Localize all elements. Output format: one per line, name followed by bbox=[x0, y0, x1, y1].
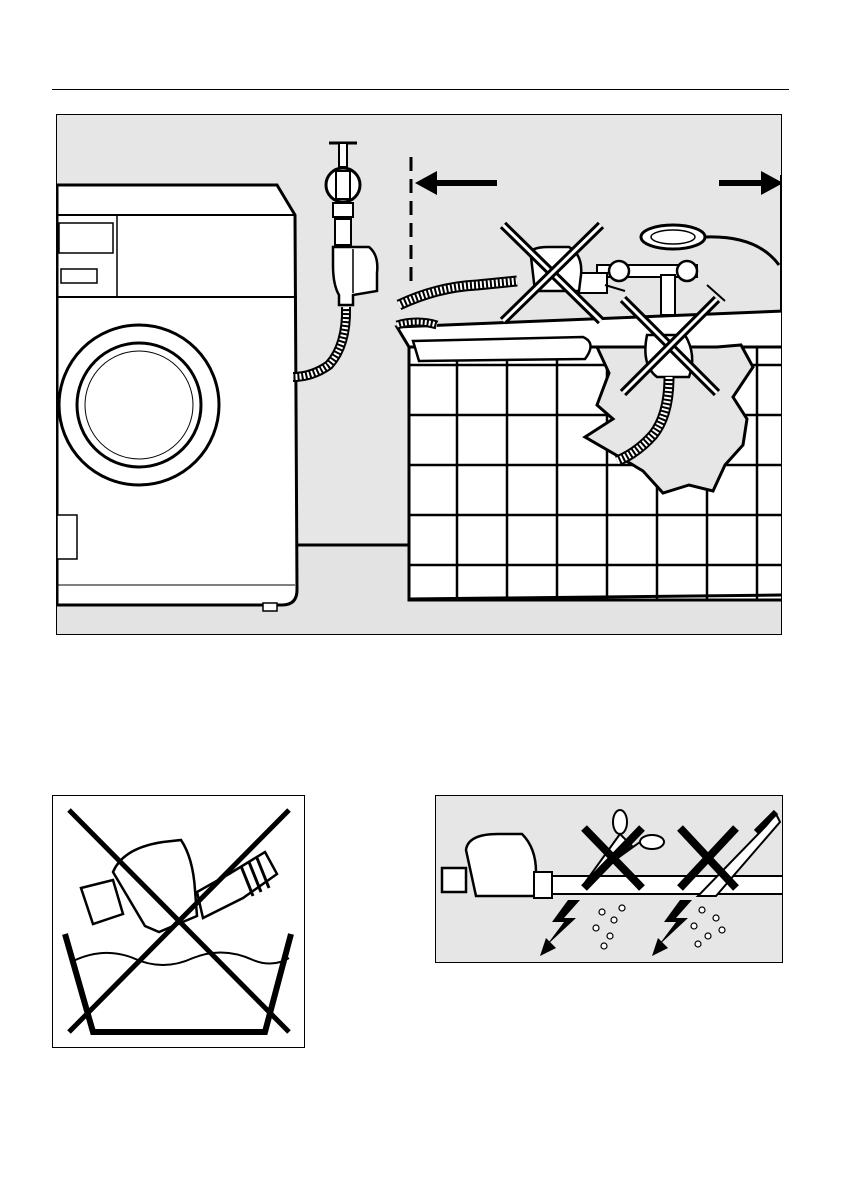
bathtub-icon bbox=[397, 311, 782, 600]
electric-shock-icon bbox=[540, 900, 580, 956]
do-not-cut-hose-illustration bbox=[435, 795, 783, 963]
do-not-immerse-illustration bbox=[52, 795, 305, 1048]
basin-icon bbox=[65, 934, 291, 1032]
washing-machine-icon bbox=[57, 125, 297, 611]
top-rule bbox=[52, 89, 789, 90]
main-installation-illustration bbox=[56, 114, 782, 635]
electric-shock-icon bbox=[652, 900, 692, 956]
waterproof-valve-icon bbox=[442, 834, 552, 898]
